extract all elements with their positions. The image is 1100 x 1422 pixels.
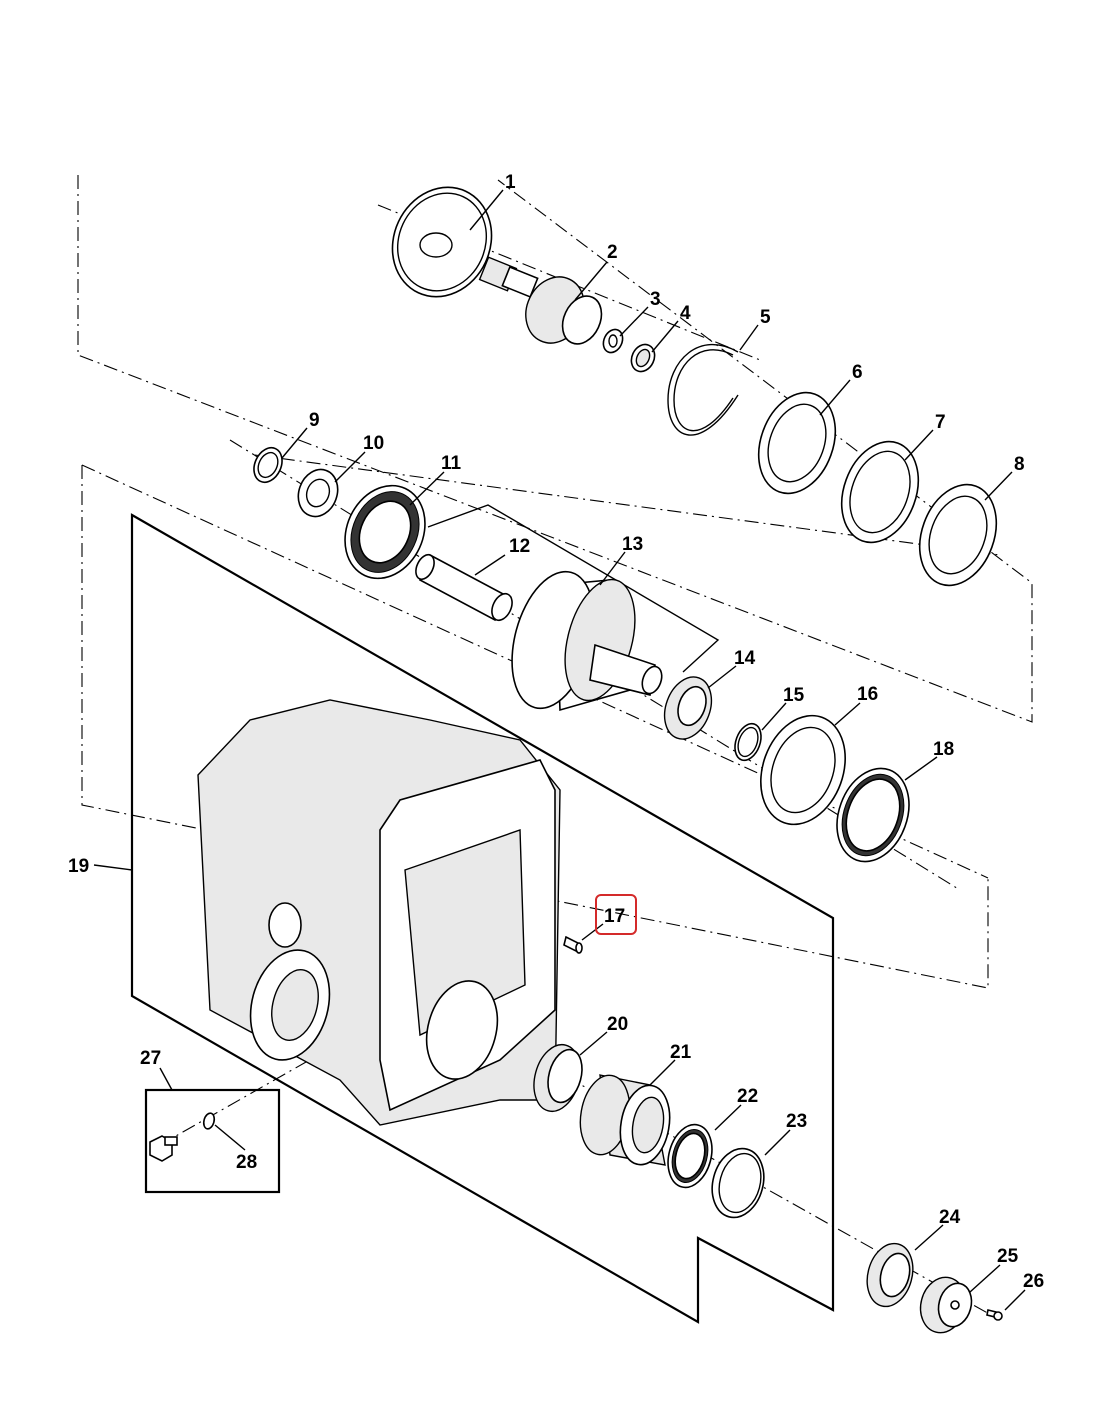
callout-17-highlight [595,894,637,935]
callout-11[interactable]: 11 [441,453,462,474]
callout-20[interactable]: 20 [607,1014,628,1035]
part-23-ring [711,1147,765,1219]
callout-12[interactable]: 12 [509,536,530,557]
callout-13[interactable]: 13 [622,534,643,555]
part-26-bolt [986,1309,1003,1321]
leader-lines [93,189,1026,1311]
callout-6[interactable]: 6 [852,362,863,383]
housing-group-outline [130,513,835,1324]
callout-10[interactable]: 10 [363,433,384,454]
callout-22[interactable]: 22 [737,1086,758,1107]
part-3-washer [602,328,624,354]
part-24-bearing-cone [866,1242,914,1308]
part-7-plate [840,440,920,544]
callout-7[interactable]: 7 [935,412,946,433]
part-18-seal [836,767,910,863]
callout-5[interactable]: 5 [760,307,771,328]
part-1-thrust-plate [391,186,493,298]
callout-23[interactable]: 23 [786,1111,807,1132]
shaft-group-bracket [427,504,720,673]
part-4-ring [630,343,656,373]
callout-16[interactable]: 16 [857,684,878,705]
upper-dash-frame [77,175,1033,723]
plug-detail-box [144,1088,281,1194]
part-15-o-ring [734,722,762,762]
callout-24[interactable]: 24 [939,1207,961,1228]
callout-3[interactable]: 3 [650,289,661,310]
callout-2[interactable]: 2 [607,242,618,263]
callout-19[interactable]: 19 [68,856,89,877]
axis-line-top [377,204,761,361]
callout-9[interactable]: 9 [309,410,320,431]
callout-28[interactable]: 28 [236,1152,257,1173]
callout-4[interactable]: 4 [680,303,691,324]
part-9-snap-ring [253,446,283,484]
callout-17[interactable]: 17 [604,906,625,927]
part-25-cover [919,1276,973,1334]
part-20-ring [533,1043,583,1113]
part-19-housing [197,699,561,1126]
part-21-bearing [579,1074,671,1166]
callout-27[interactable]: 27 [140,1048,161,1069]
callout-1[interactable]: 1 [505,172,516,193]
callout-labels: 1 2 3 4 5 6 7 8 9 10 11 12 13 14 15 16 1… [68,172,1044,1292]
callout-8[interactable]: 8 [1014,454,1025,475]
lower-dash-frame [81,465,989,989]
part-22-seal-ring [667,1123,713,1189]
part-17-dowel-pin [563,935,583,954]
callout-21[interactable]: 21 [670,1042,692,1063]
callout-18[interactable]: 18 [933,739,954,760]
part-27-plug [149,1135,178,1162]
part-6-clutch-disc [757,391,837,495]
part-28-seal-washer [202,1112,216,1130]
callout-26[interactable]: 26 [1023,1271,1044,1292]
part-14-bearing [663,676,713,740]
part-10-washer [297,468,339,518]
part-2-input-shaft [478,256,603,345]
callout-25[interactable]: 25 [997,1246,1019,1267]
part-5-snap-ring [667,343,739,436]
part-8-clutch-disc [918,483,998,587]
part-16-plate [760,714,846,826]
part-11-seal [344,484,426,580]
callout-14[interactable]: 14 [734,648,756,669]
part-13-clutch-drum [511,570,663,712]
part-12-sleeve [415,553,513,622]
callout-15[interactable]: 15 [783,685,805,706]
